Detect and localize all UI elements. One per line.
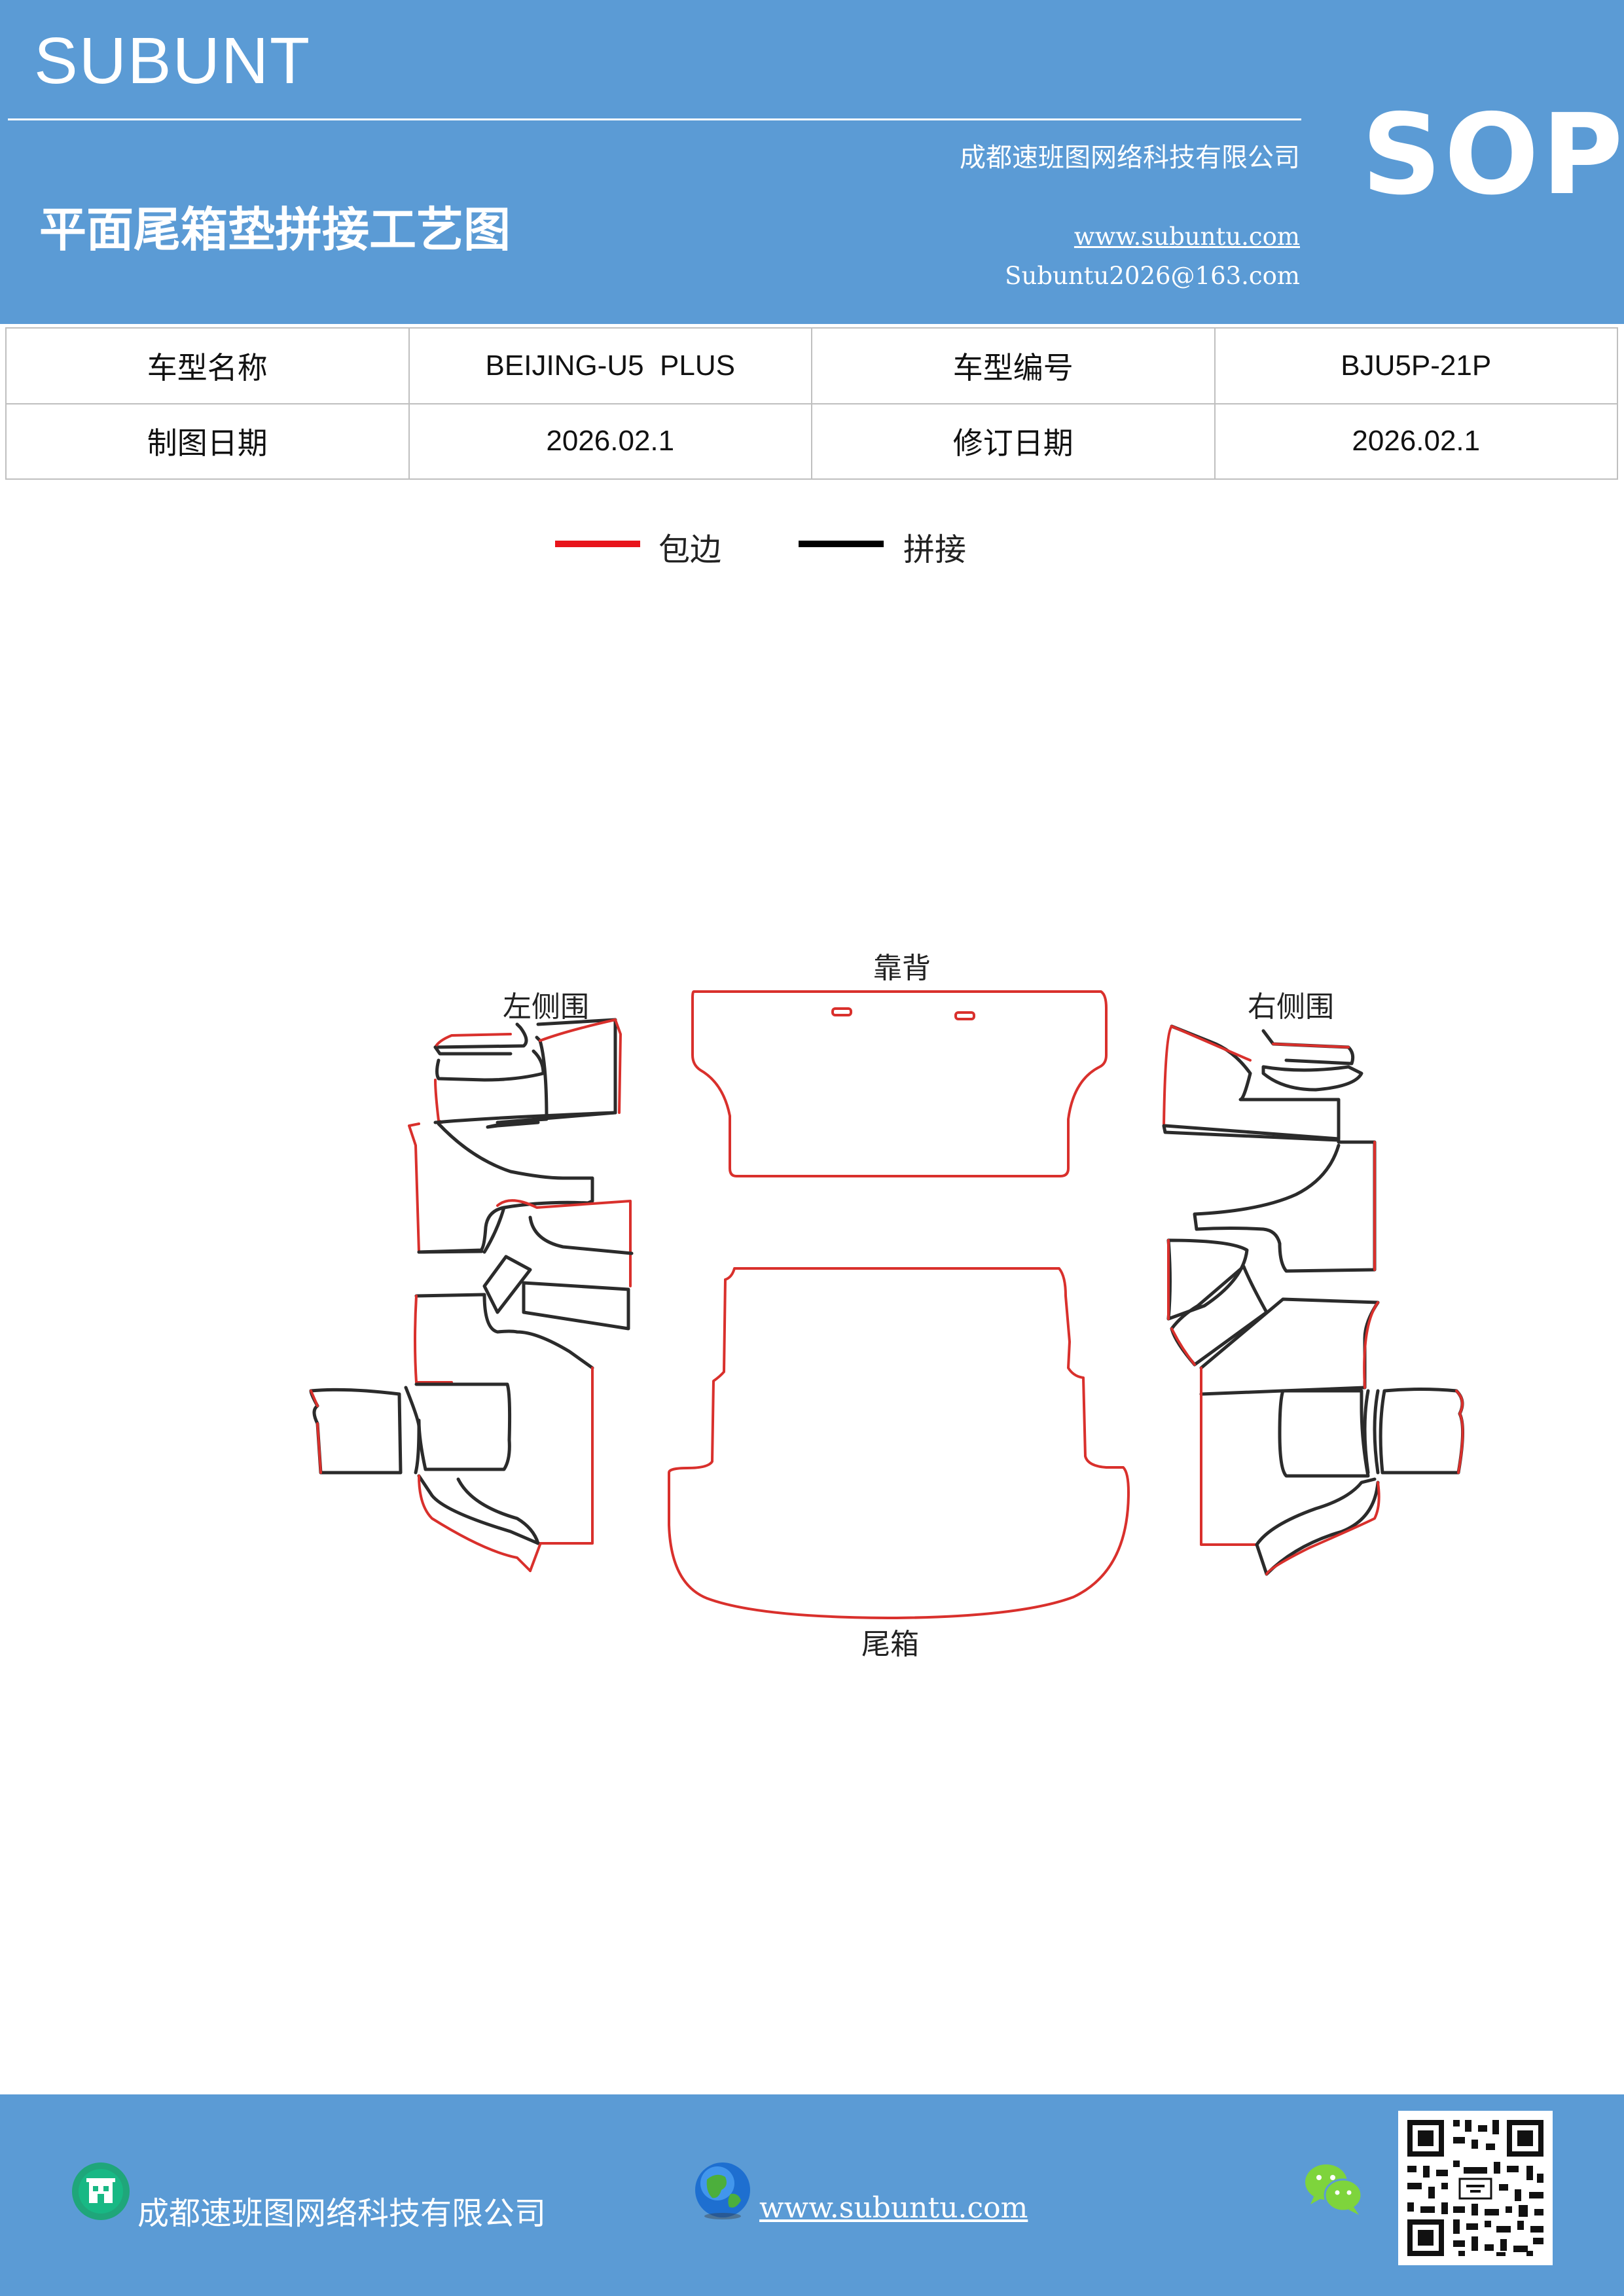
trunk-label: 尾箱 bbox=[861, 1628, 919, 1661]
revise-date-label: 修订日期 bbox=[811, 403, 1216, 480]
model-code-value: BJU5P-21P bbox=[1214, 327, 1618, 404]
edge-legend-label: 包边 bbox=[659, 531, 722, 568]
vehicle-info-table: 车型名称 BEIJING-U5 PLUS 车型编号 BJU5P-21P 制图日期… bbox=[5, 327, 1618, 480]
seam-legend-label: 拼接 bbox=[903, 531, 967, 568]
email-address[interactable]: Subuntu2026@163.com bbox=[1005, 262, 1300, 290]
legend: 包边 拼接 bbox=[555, 524, 1026, 568]
wechat-icon bbox=[1305, 2164, 1363, 2215]
backrest-piece bbox=[691, 990, 1108, 1177]
qr-code[interactable] bbox=[1398, 2111, 1553, 2265]
right-side-pieces bbox=[1162, 1024, 1464, 1576]
website-link[interactable]: www.subuntu.com bbox=[1074, 223, 1300, 251]
draw-date-label: 制图日期 bbox=[5, 403, 410, 480]
model-name-value: BEIJING-U5 PLUS bbox=[408, 327, 812, 404]
table-row: 制图日期 2026.02.1 修订日期 2026.02.1 bbox=[5, 403, 1618, 480]
table-row: 车型名称 BEIJING-U5 PLUS 车型编号 BJU5P-21P bbox=[5, 327, 1618, 404]
backrest-label: 靠背 bbox=[873, 952, 931, 985]
header-banner: SUBUNT 成都速班图网络科技有限公司 平面尾箱垫拼接工艺图 www.subu… bbox=[0, 0, 1624, 324]
company-name: 成都速班图网络科技有限公司 bbox=[960, 143, 1300, 173]
building-icon bbox=[72, 2162, 130, 2220]
edge-legend-swatch bbox=[555, 541, 640, 547]
qr-code-pattern bbox=[1398, 2111, 1553, 2265]
footer-company: 成都速班图网络科技有限公司 bbox=[137, 2195, 547, 2232]
model-name-label: 车型名称 bbox=[5, 327, 410, 404]
draw-date-value: 2026.02.1 bbox=[408, 403, 812, 480]
globe-icon bbox=[695, 2162, 750, 2219]
revise-date-value: 2026.02.1 bbox=[1214, 403, 1618, 480]
sop-badge: SOP bbox=[1362, 90, 1624, 220]
brand-logo: SUBUNT bbox=[34, 24, 312, 98]
right-side-label: 右侧围 bbox=[1248, 990, 1334, 1024]
model-code-label: 车型编号 bbox=[811, 327, 1216, 404]
left-side-pieces bbox=[309, 1018, 634, 1572]
page-title: 平面尾箱垫拼接工艺图 bbox=[39, 202, 511, 257]
trunk-floor-piece bbox=[668, 1267, 1130, 1619]
left-side-label: 左侧围 bbox=[503, 990, 589, 1024]
header-divider bbox=[8, 118, 1301, 120]
footer-website[interactable]: www.subuntu.com bbox=[759, 2191, 1028, 2225]
seam-legend-swatch bbox=[799, 541, 884, 547]
